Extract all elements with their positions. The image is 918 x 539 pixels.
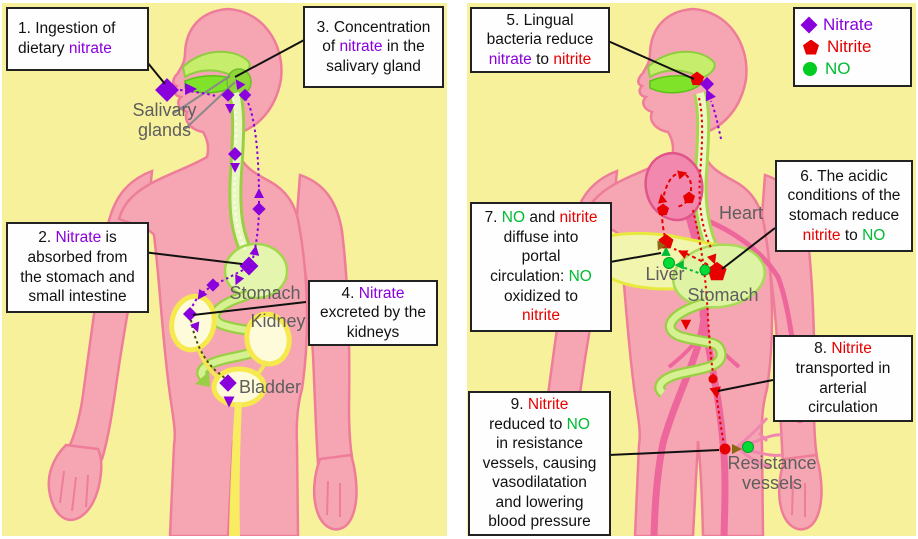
connector-box2 (142, 251, 243, 265)
label-stomach: Stomach (229, 283, 301, 303)
label-salivary-glands: Salivary glands (132, 100, 197, 141)
step-box-1: 1. Ingestion of dietary nitrate (6, 7, 149, 71)
mouth-palate (646, 50, 716, 80)
left-panel-nitrate-pathway: Salivary glands Stomach Kidney Bladder 1… (2, 3, 447, 536)
label-stomach: Stomach (687, 285, 759, 305)
connector-box3 (234, 38, 307, 78)
left-body-illustration (47, 7, 358, 536)
head-torso-legs (117, 7, 309, 536)
label-bladder: Bladder (238, 377, 302, 397)
step-box-6: 6. The acidic conditions of the stomach … (775, 160, 913, 252)
step-box-2: 2. Nitrate is absorbed from the stomach … (6, 222, 149, 313)
legend-label-nitrate: Nitrate (823, 15, 874, 34)
intestine-end-arrow (195, 371, 210, 387)
label-liver: Liver (645, 264, 685, 284)
nitrate-pathway-markers (155, 76, 266, 408)
connector-box6 (721, 227, 776, 270)
nitrate-diamond-icon (800, 16, 818, 34)
label-kidney: Kidney (250, 311, 306, 331)
legend-label-nitrite: Nitrite (827, 37, 872, 56)
nitrite-no-pathway-markers (653, 71, 754, 455)
step-box-4: 4. Nitrate excreted by the kidneys (308, 280, 438, 346)
right-hand (312, 453, 358, 531)
step-box-9: 9. Nitrite reduced to NO in resistance v… (468, 391, 611, 536)
connector-box4 (192, 301, 307, 316)
right-hand (777, 453, 823, 531)
no-circle-icon (803, 62, 817, 76)
kidney-right (244, 311, 292, 367)
connector-box7 (609, 252, 662, 263)
step-box-5: 5. Lingual bacteria reduce nitrate to ni… (470, 7, 610, 73)
label-resistance-vessels: Resistance vessels (727, 453, 817, 494)
legend-row-no: NO (803, 58, 902, 80)
connector-box8 (717, 379, 774, 392)
legend-row-nitrate: Nitrate (800, 14, 902, 36)
label-heart: Heart (718, 203, 763, 223)
legend-row-nitrite: Nitrite (803, 36, 902, 58)
right-panel-nitrite-no-pathway: Heart Liver Stomach Resistance vessels 5… (467, 3, 916, 536)
connector-lines (607, 40, 776, 456)
step-box-7: 7. NO and nitrite diffuse into portal ci… (470, 202, 612, 332)
legend: Nitrate Nitrite NO (793, 7, 912, 87)
urethra (229, 402, 242, 536)
legend-label-no: NO (825, 59, 851, 78)
connector-box5 (607, 40, 695, 80)
stomach-organ (223, 242, 289, 300)
nitrite-pentagon-icon (803, 39, 819, 55)
step-box-8: 8. Nitrite transported in arterial circu… (773, 335, 913, 422)
connector-lines (142, 38, 307, 316)
digestive-organs (169, 50, 292, 536)
connector-box9 (608, 449, 720, 456)
step-box-3: 3. Concentration of nitrate in the saliv… (303, 6, 444, 88)
